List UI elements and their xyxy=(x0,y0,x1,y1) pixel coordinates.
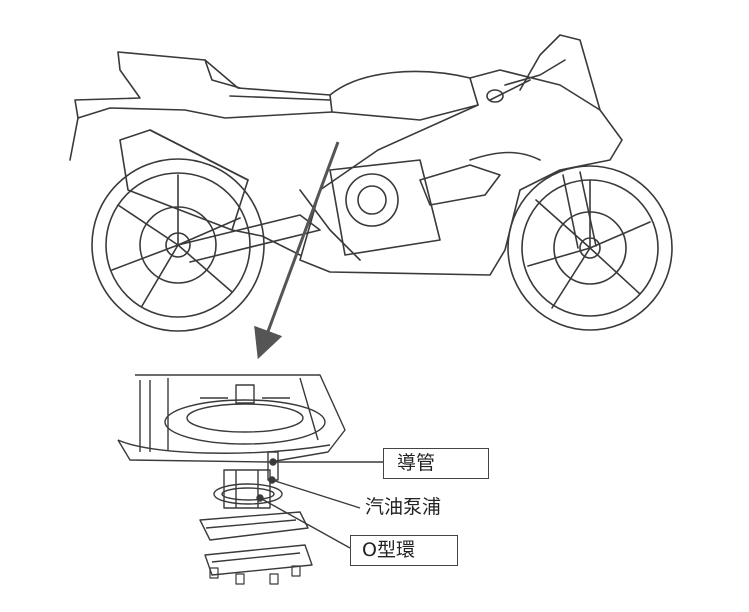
o-ring-label: O型環 xyxy=(350,535,458,566)
fuel-pump-label: 汽油泵浦 xyxy=(365,498,441,517)
fuel-pump-text: 汽油泵浦 xyxy=(365,496,442,518)
motorcycle-icon xyxy=(69,34,673,332)
fuel-pump-exploded-view-icon xyxy=(117,374,346,585)
guide-tube-text: 導管 xyxy=(397,452,436,474)
down-arrow-icon xyxy=(254,141,340,360)
o-ring-text: O型環 xyxy=(362,539,415,561)
guide-tube-label: 導管 xyxy=(383,448,489,479)
leader-lines xyxy=(256,458,383,549)
